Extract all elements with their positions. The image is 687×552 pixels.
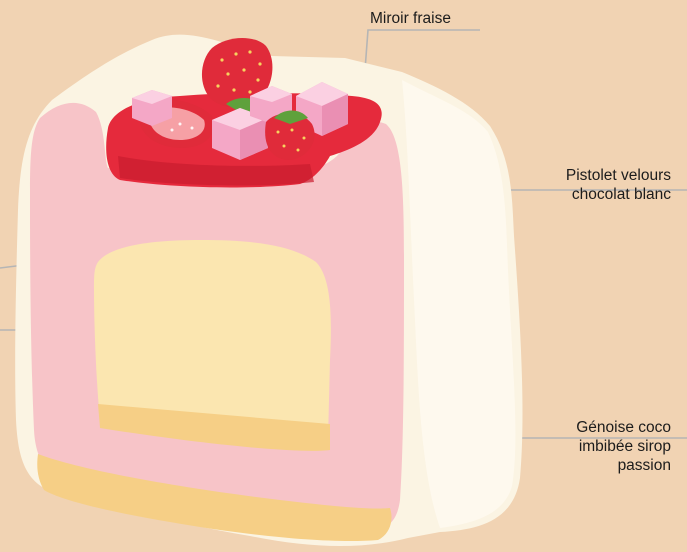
label-pistolet-velours: Pistolet velours chocolat blanc	[566, 166, 671, 204]
label-genoise-line2: imbibée sirop	[576, 437, 671, 456]
label-genoise-line1: Génoise coco	[576, 418, 671, 437]
label-miroir-fraise: Miroir fraise	[370, 9, 451, 28]
label-pistolet-line1: Pistolet velours	[566, 166, 671, 185]
label-genoise-line3: passion	[576, 456, 671, 475]
label-genoise-coco: Génoise coco imbibée sirop passion	[576, 418, 671, 475]
label-pistolet-line2: chocolat blanc	[566, 185, 671, 204]
